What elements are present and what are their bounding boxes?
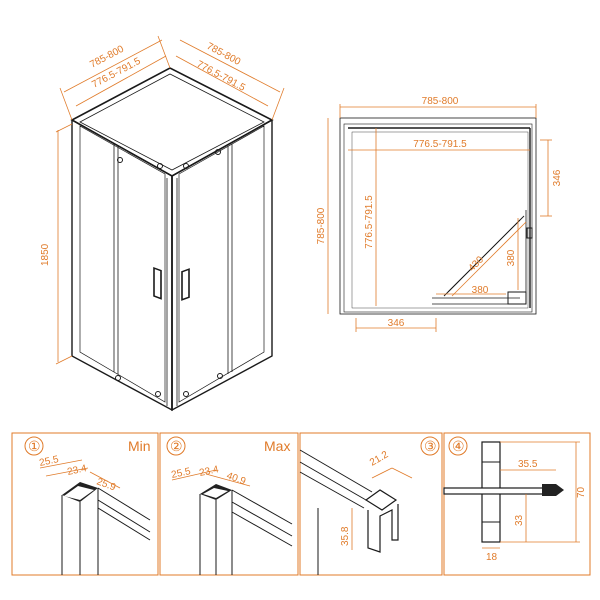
detail-2-dim-b: 23.4	[198, 464, 220, 479]
dim-right-346: 346	[552, 169, 563, 186]
dim-line-right-outer	[179, 39, 281, 93]
detail-2-tag: Max	[264, 438, 290, 454]
left-panel-glass	[79, 125, 166, 403]
isometric-view: 785-800 776.5-791.5 785-800 776.5-791.5 …	[40, 35, 285, 412]
detail-4-dim-d: 18	[486, 552, 498, 563]
detail-4-dim-c: 33	[514, 514, 525, 526]
plan-view: 785-800 776.5-791.5 785-800 776.5-791.5 …	[316, 96, 563, 332]
right-handle	[181, 268, 190, 301]
dim-left-outer-plan: 785-800	[316, 207, 327, 244]
detail-1-tag: Min	[128, 438, 151, 454]
detail-panel-2: ② Max 25.5 23.4 40.9	[159, 432, 299, 576]
dim-left-inner-plan: 776.5-791.5	[364, 195, 375, 249]
detail-1-number: ①	[28, 438, 41, 454]
dim-top-inner: 776.5-791.5	[413, 139, 467, 150]
detail-3-number: ③	[424, 438, 437, 454]
dim-top-outer: 785-800	[422, 96, 459, 107]
detail-2-dim-a: 25.5	[170, 466, 192, 481]
dim-right-inner: 776.5-791.5	[195, 59, 248, 94]
detail-4-number: ④	[452, 438, 465, 454]
detail-4-dim-a: 35.5	[518, 459, 538, 470]
dim-line-left-inner	[75, 55, 167, 107]
dim-vert-380: 380	[506, 249, 517, 266]
top-frame-inner	[79, 73, 265, 171]
dim-line-left-outer	[63, 39, 163, 93]
detail-panel-3: ③ 21.2 35.8	[299, 432, 443, 576]
left-handle	[153, 266, 162, 300]
detail-4-dim-b: 70	[576, 486, 587, 498]
detail-1-dim-a: 25.5	[38, 454, 60, 469]
detail-panel-1: ① Min 25.5 23.4 25.9	[11, 432, 159, 576]
right-panel-glass	[178, 125, 265, 403]
dim-horiz-380: 380	[472, 285, 489, 296]
dim-bottom-346: 346	[388, 318, 405, 329]
detail-2-number: ②	[170, 438, 183, 454]
dim-line-right-inner	[175, 55, 269, 107]
detail-1-dim-b: 23.4	[66, 463, 88, 478]
detail-3-dim-b: 35.8	[340, 526, 351, 546]
dim-height: 1850	[40, 243, 51, 266]
left-panel	[71, 118, 173, 412]
detail-panel-4: ④ 35.5 70 33 18	[443, 432, 591, 576]
